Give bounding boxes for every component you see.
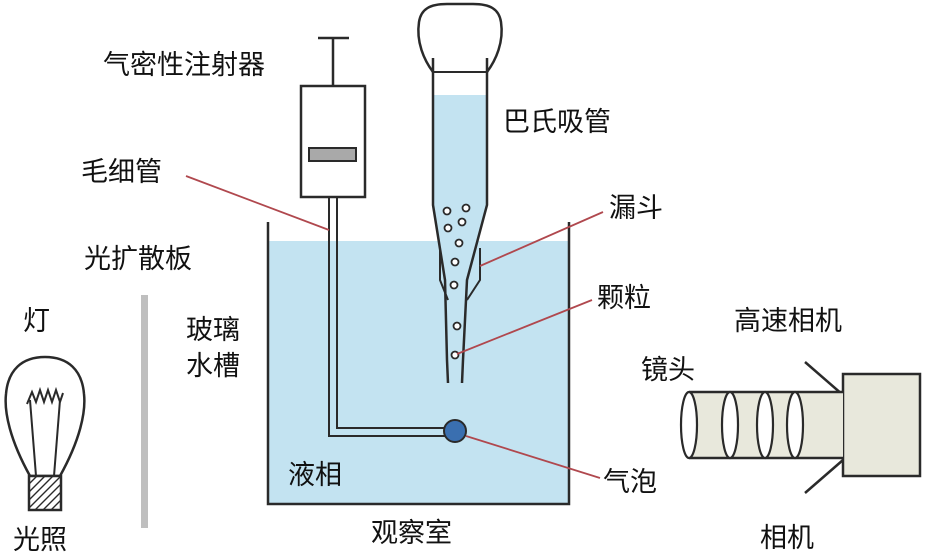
label-liquid-phase: 液相: [288, 460, 342, 491]
capillary-wall-outer: [328, 197, 448, 437]
funnel: [439, 248, 481, 301]
label-tank-line2: 水槽: [186, 351, 240, 382]
lens-ring: [755, 390, 775, 460]
label-camera: 相机: [760, 523, 814, 554]
gastight-syringe: [299, 36, 367, 199]
syringe-barrel: [299, 84, 367, 199]
label-lens: 镜头: [641, 355, 695, 386]
camera-mount-line-bottom: [804, 459, 844, 494]
pipette-bulb: [417, 2, 503, 73]
pipette-wall-right: [460, 58, 489, 384]
particles: [442, 203, 471, 360]
leader-line-funnel: [479, 211, 604, 267]
camera-body: [841, 372, 922, 478]
label-syringe: 气密性注射器: [103, 50, 265, 81]
label-observation-chamber: 观察室: [371, 518, 452, 549]
leader-line-capillary: [185, 175, 330, 231]
particle: [452, 321, 462, 331]
label-pipette: 巴氏吸管: [503, 107, 611, 138]
lamp-bulb: [4, 355, 86, 478]
gas-bubble: [443, 419, 467, 443]
particle: [449, 280, 459, 290]
high-speed-camera: [804, 361, 922, 494]
label-lamp: 灯: [23, 306, 50, 337]
particle: [443, 223, 453, 233]
lamp-filament: [26, 386, 64, 477]
label-high-speed-camera: 高速相机: [734, 306, 842, 337]
particle: [442, 206, 452, 216]
lens-ring: [720, 390, 740, 460]
label-lighting: 光照: [13, 525, 67, 556]
camera-lens: [679, 390, 843, 460]
leader-lines: [185, 175, 604, 479]
light-diffuser-plate: [141, 295, 148, 528]
particle: [454, 238, 464, 248]
label-particles: 颗粒: [597, 283, 651, 314]
label-capillary: 毛细管: [81, 157, 162, 188]
tank-outline: [266, 222, 571, 506]
water-body: [268, 241, 569, 504]
syringe-piston: [308, 147, 357, 162]
lens-ring: [785, 390, 805, 460]
capillary-wall-inner: [336, 197, 448, 429]
glass-water-tank: [266, 222, 571, 506]
lamp-base-hatching: [28, 475, 62, 511]
lens-ring: [679, 390, 699, 460]
pipette-wall-left: [431, 58, 450, 384]
label-diffuser: 光扩散板: [84, 244, 192, 275]
leader-line-bubble: [465, 435, 601, 479]
particle: [457, 217, 467, 227]
lamp-icon: [4, 355, 86, 512]
camera-mount-line-top: [804, 361, 844, 396]
label-tank-line1: 玻璃: [186, 315, 240, 346]
capillary-tube: [328, 197, 448, 437]
particle: [450, 350, 460, 360]
leader-line-particles: [456, 299, 593, 355]
particle: [461, 203, 471, 213]
label-funnel: 漏斗: [609, 193, 663, 224]
particle: [450, 257, 460, 267]
label-bubble: 气泡: [603, 467, 657, 498]
